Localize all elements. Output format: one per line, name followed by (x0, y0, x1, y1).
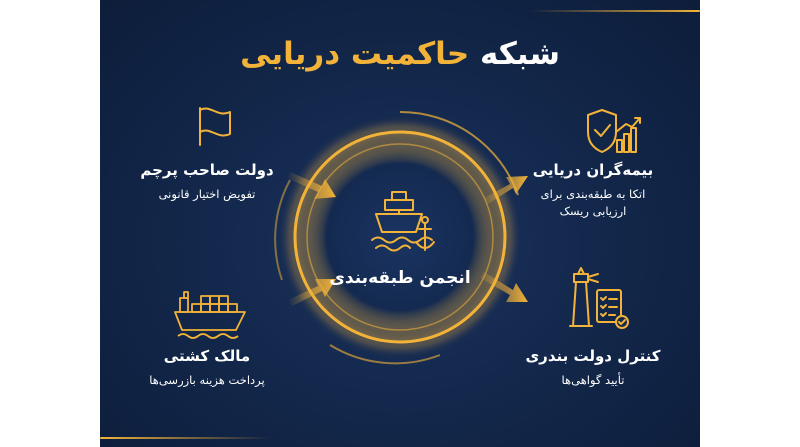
top-glow-line (530, 10, 700, 12)
cargo-ship-icon (174, 291, 246, 339)
ship-anchor-icon (371, 191, 435, 252)
diagram-graphics (174, 107, 641, 365)
node-insurers: بیمه‌گران دریایی اتکا به طبقه‌بندی برای … (498, 161, 688, 220)
diagram-panel: شبکه حاکمیت دریایی (100, 0, 700, 447)
node-flag-state-title: دولت صاحب پرچم (140, 161, 274, 179)
node-port-state-subtitle: تأیید گواهی‌ها (561, 373, 625, 387)
node-insurers-subtitle: اتکا به طبقه‌بندی برای ارزیابی ریسک (498, 186, 688, 220)
arrow-owner-to-center (288, 279, 336, 306)
node-flag-state-subtitle: تفویض اختیار قانونی (158, 187, 256, 201)
node-insurers-subtitle-line1: اتکا به طبقه‌بندی برای (540, 187, 646, 201)
center-label: انجمن طبقه‌بندی (329, 268, 471, 288)
arrow-center-to-insurers (484, 176, 528, 204)
node-port-state-title: کنترل دولت بندری (525, 347, 661, 365)
node-insurers-subtitle-line2: ارزیابی ریسک (559, 204, 627, 218)
title-gold: حاکمیت دریایی (240, 36, 470, 72)
flag-icon (199, 107, 231, 146)
center-hub (274, 110, 519, 365)
arrow-flag-to-center (287, 172, 336, 199)
bottom-glow-line (100, 437, 270, 439)
arrow-center-to-port (480, 272, 528, 302)
node-port-state: کنترل دولت بندری تأیید گواهی‌ها (498, 347, 688, 389)
node-insurers-title: بیمه‌گران دریایی (532, 161, 654, 179)
title-white: شبکه (479, 36, 560, 72)
diagram-title: شبکه حاکمیت دریایی (100, 36, 700, 72)
lighthouse-checklist-icon (569, 267, 629, 329)
node-flag-state: دولت صاحب پرچم تفویض اختیار قانونی (112, 161, 302, 203)
node-ship-owner: مالک کشتی پرداخت هزینه بازرسی‌ها (112, 347, 302, 389)
node-ship-owner-subtitle: پرداخت هزینه بازرسی‌ها (149, 373, 265, 387)
node-ship-owner-title: مالک کشتی (163, 347, 251, 365)
shield-chart-icon (587, 109, 641, 153)
